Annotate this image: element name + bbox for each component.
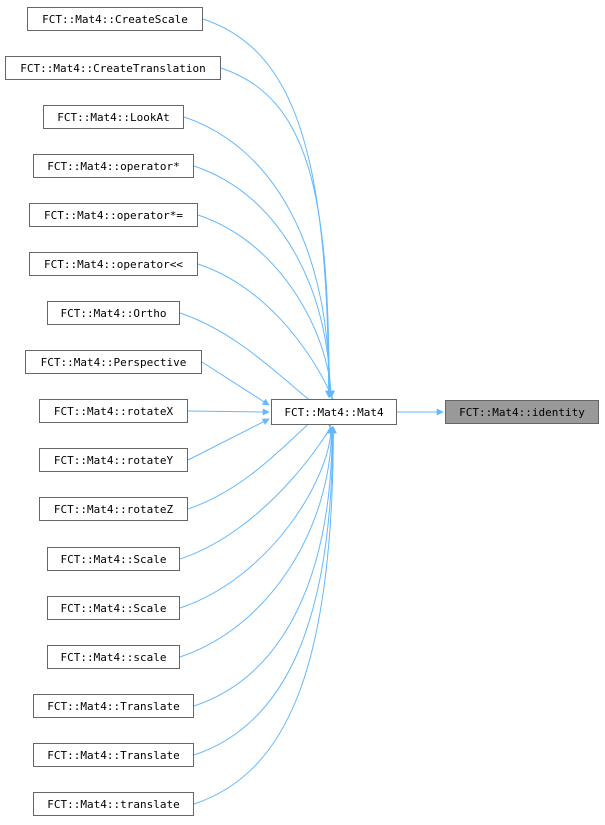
call-edge [193,426,337,805]
caller-node-scale-1[interactable]: FCT::Mat4::Scale [47,547,180,571]
call-edge [220,67,333,398]
caller-node-operator-mul-assign[interactable]: FCT::Mat4::operator*= [29,203,198,227]
call-edge [193,165,334,398]
call-edge [193,426,336,707]
call-edge [179,426,335,609]
caller-node-rotatey[interactable]: FCT::Mat4::rotateY [39,448,188,472]
caller-node-rotatex[interactable]: FCT::Mat4::rotateX [39,399,188,423]
caller-node-scale-lower[interactable]: FCT::Mat4::scale [47,645,180,669]
caller-node-lookat[interactable]: FCT::Mat4::LookAt [43,105,184,129]
caller-node-createscale[interactable]: FCT::Mat4::CreateScale [27,7,203,31]
call-edge [187,418,270,461]
center-node-mat4[interactable]: FCT::Mat4::Mat4 [271,399,397,425]
call-edge [179,426,336,658]
call-edge [197,263,336,398]
caller-node-operator-shift[interactable]: FCT::Mat4::operator<< [29,252,198,276]
caller-node-ortho[interactable]: FCT::Mat4::Ortho [47,301,180,325]
caller-node-translate-lower[interactable]: FCT::Mat4::translate [33,792,194,816]
call-edge [197,214,335,398]
caller-node-scale-2[interactable]: FCT::Mat4::Scale [47,596,180,620]
caller-node-translate-2[interactable]: FCT::Mat4::Translate [33,743,194,767]
call-edge [193,426,337,756]
call-edge [202,18,333,398]
caller-node-createtranslation[interactable]: FCT::Mat4::CreateTranslation [5,56,221,80]
target-node-identity[interactable]: FCT::Mat4::identity [445,400,599,424]
caller-node-perspective[interactable]: FCT::Mat4::Perspective [25,350,202,374]
caller-node-rotatez[interactable]: FCT::Mat4::rotateZ [39,497,188,521]
call-edge [183,116,334,398]
call-edge [201,361,270,406]
caller-node-operator-mul[interactable]: FCT::Mat4::operator* [33,154,194,178]
caller-node-translate-1[interactable]: FCT::Mat4::Translate [33,694,194,718]
call-edge [187,408,270,416]
